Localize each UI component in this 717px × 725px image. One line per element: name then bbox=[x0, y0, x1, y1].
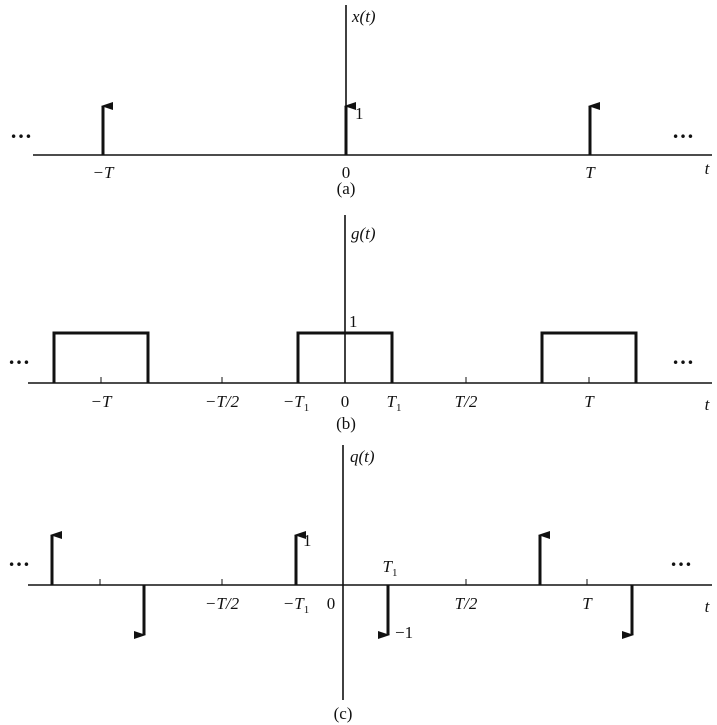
panel-b: g(t) 1 … … −T −T/2 −T1 0 T1 T/2 T t (b) bbox=[8, 215, 712, 433]
x-axis-label: t bbox=[705, 159, 711, 178]
tick-label-T: T bbox=[582, 594, 593, 613]
amplitude-label-negative: −1 bbox=[395, 623, 413, 642]
panel-c: q(t) 1 −1 … … −T/2 −T1 0 T1 T/2 T t (c) bbox=[8, 445, 712, 723]
y-axis-label: g(t) bbox=[351, 224, 376, 243]
x-axis-label: t bbox=[705, 597, 711, 616]
tick-label-T: T bbox=[585, 163, 596, 182]
tick-label-minus-T-half: −T/2 bbox=[205, 392, 240, 411]
pulse-T bbox=[540, 331, 638, 383]
tick-label-T-half: T/2 bbox=[455, 594, 478, 613]
tick-label-0: 0 bbox=[327, 594, 336, 613]
continuation-left: … bbox=[8, 546, 31, 571]
tick-label-0: 0 bbox=[341, 392, 350, 411]
continuation-right: … bbox=[672, 344, 695, 369]
pulse-minus-T bbox=[52, 331, 150, 383]
tick-label-T1: T1 bbox=[387, 392, 402, 414]
tick-label-T1: T1 bbox=[383, 557, 398, 579]
tick-label-minus-T1: −T1 bbox=[283, 392, 309, 414]
tick-label-T: T bbox=[584, 392, 595, 411]
continuation-left: … bbox=[10, 118, 33, 143]
panel-a: x(t) 1 … … −T 0 T t (a) bbox=[10, 5, 712, 198]
caption: (c) bbox=[334, 704, 353, 723]
x-axis-label: t bbox=[705, 395, 711, 414]
caption: (b) bbox=[336, 414, 356, 433]
tick-label-minus-T-half: −T/2 bbox=[205, 594, 240, 613]
tick-label-0: 0 bbox=[342, 163, 351, 182]
continuation-left: … bbox=[8, 344, 31, 369]
amplitude-label-positive: 1 bbox=[303, 531, 312, 550]
caption: (a) bbox=[337, 179, 356, 198]
tick-label-minus-T1: −T1 bbox=[283, 594, 309, 616]
pulse-0 bbox=[296, 331, 394, 383]
tick-label-minus-T: −T bbox=[93, 163, 115, 182]
continuation-right: … bbox=[672, 118, 695, 143]
y-axis-label: x(t) bbox=[351, 7, 376, 26]
tick-label-minus-T: −T bbox=[91, 392, 113, 411]
amplitude-label: 1 bbox=[355, 104, 364, 123]
continuation-right: … bbox=[670, 546, 693, 571]
y-axis-label: q(t) bbox=[350, 447, 375, 466]
amplitude-label: 1 bbox=[349, 312, 358, 331]
tick-label-T-half: T/2 bbox=[455, 392, 478, 411]
